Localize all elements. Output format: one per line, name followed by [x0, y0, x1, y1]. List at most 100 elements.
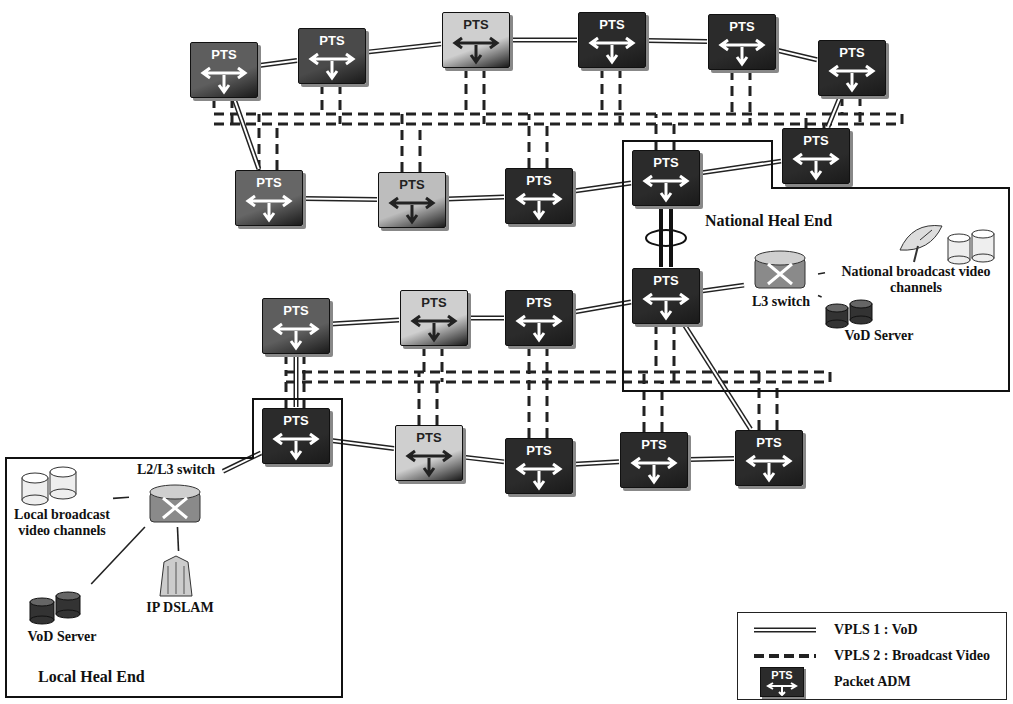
packet-adm: PTS — [708, 14, 776, 70]
link-connector — [828, 97, 840, 127]
equipment-node: National broadcast video channels — [826, 220, 1006, 296]
legend-sample — [750, 643, 820, 669]
packet-adm: PTS — [262, 408, 330, 464]
adm-arrows — [443, 35, 509, 65]
legend-row: PTSPacket ADM — [746, 669, 998, 695]
legend-icon-label: PTS — [761, 668, 803, 681]
adm-arrows — [621, 455, 687, 485]
vpls2-dashed-lines — [214, 68, 902, 438]
link-connector — [689, 458, 734, 460]
link-connector — [818, 295, 822, 297]
equipment-node: VoD Server — [818, 298, 940, 344]
node-label: PTS — [443, 13, 509, 32]
link-connector — [447, 197, 504, 199]
link-connector — [701, 161, 781, 173]
link-connector — [511, 40, 577, 41]
adm-arrows — [506, 191, 572, 221]
node-label: VoD Server — [818, 328, 940, 344]
node-label: PTS — [299, 29, 365, 48]
link-connector — [113, 497, 129, 498]
link-connector — [574, 462, 619, 464]
node-label: PTS — [819, 41, 885, 60]
head-end-region: National Heal EndPTSPTSL3 switchNational… — [622, 140, 1010, 392]
adm-arrows — [263, 321, 329, 351]
link-connector — [661, 207, 671, 267]
link-connector — [331, 320, 399, 324]
node-label: PTS — [633, 151, 699, 170]
node-label: PTS — [263, 409, 329, 428]
node-label: National broadcast video channels — [826, 264, 1006, 296]
link-connector — [818, 273, 825, 274]
legend-row: VPLS 2 : Broadcast Video — [746, 643, 998, 669]
adm-arrows — [709, 37, 775, 67]
packet-adm: PTS — [620, 432, 688, 488]
packet-adm: PTS — [442, 12, 510, 68]
node-label: PTS — [621, 433, 687, 452]
equipment-node: L3 switch — [745, 250, 817, 310]
satellite-dish-icon — [900, 226, 942, 263]
node-label: Local broadcast video channels — [12, 507, 112, 539]
node-label: IP DSLAM — [140, 600, 220, 616]
packet-adm: PTS — [395, 425, 463, 481]
packet-adm: PTS — [400, 290, 468, 346]
node-label: PTS — [736, 431, 802, 450]
link-connector — [684, 325, 750, 429]
adm-arrows — [506, 313, 572, 343]
legend-text: VPLS 2 : Broadcast Video — [834, 648, 990, 664]
link-connector — [469, 318, 504, 319]
node-label: PTS — [783, 129, 849, 148]
adm-arrows — [736, 453, 802, 483]
packet-adm: PTS — [378, 172, 446, 228]
equipment-node: VoD Server — [12, 585, 112, 645]
ip-dslam-icon — [160, 556, 192, 596]
packet-adm: PTS — [505, 290, 573, 346]
link-connector — [777, 50, 817, 59]
legend-text: VPLS 1 : VoD — [834, 622, 918, 638]
link-connector — [331, 440, 394, 448]
node-label: PTS — [633, 269, 699, 288]
packet-adm: PTS — [298, 28, 366, 84]
node-label: L2/L3 switch — [130, 462, 222, 478]
adm-arrows — [191, 65, 257, 95]
link-connector — [464, 457, 504, 462]
storage-cylinders-icon — [948, 230, 994, 264]
packet-adm: PTS — [235, 170, 303, 226]
adm-arrows — [819, 63, 885, 93]
node-label: PTS — [506, 439, 572, 458]
packet-adm: PTS — [578, 12, 646, 68]
link-connector — [177, 527, 178, 551]
link-connector — [367, 44, 441, 52]
link-connector — [223, 453, 261, 471]
adm-arrows — [506, 461, 572, 491]
packet-adm: PTS — [632, 268, 700, 324]
equipment-node: Local broadcast video channels — [12, 465, 112, 539]
link-connector — [701, 285, 744, 291]
adm-arrows — [263, 431, 329, 461]
adm-arrows — [579, 35, 645, 65]
node-label: PTS — [236, 171, 302, 190]
equipment-node: IP DSLAM — [140, 552, 220, 616]
legend-box: VPLS 1 : VoD VPLS 2 : Broadcast VideoPTSP… — [737, 612, 1007, 700]
link-connector — [259, 61, 297, 66]
packet-adm: PTS — [632, 150, 700, 206]
node-label: PTS — [579, 13, 645, 32]
adm-arrows — [379, 195, 445, 225]
node-label: PTS — [379, 173, 445, 192]
adm-arrows — [783, 151, 849, 181]
adm-arrows — [401, 313, 467, 343]
packet-adm: PTS — [262, 298, 330, 354]
adm-arrows — [396, 448, 462, 478]
node-label: PTS — [263, 299, 329, 318]
node-label: PTS — [191, 43, 257, 62]
node-label: Local Heal End — [35, 668, 148, 686]
adm-arrows — [236, 193, 302, 223]
node-label: National Heal End — [702, 212, 835, 230]
adm-arrows — [633, 173, 699, 203]
packet-adm: PTS — [818, 40, 886, 96]
node-label: PTS — [396, 426, 462, 445]
l2l3-switch-icon — [150, 485, 200, 522]
node-label: PTS — [506, 291, 572, 310]
packet-adm: PTS — [505, 168, 573, 224]
